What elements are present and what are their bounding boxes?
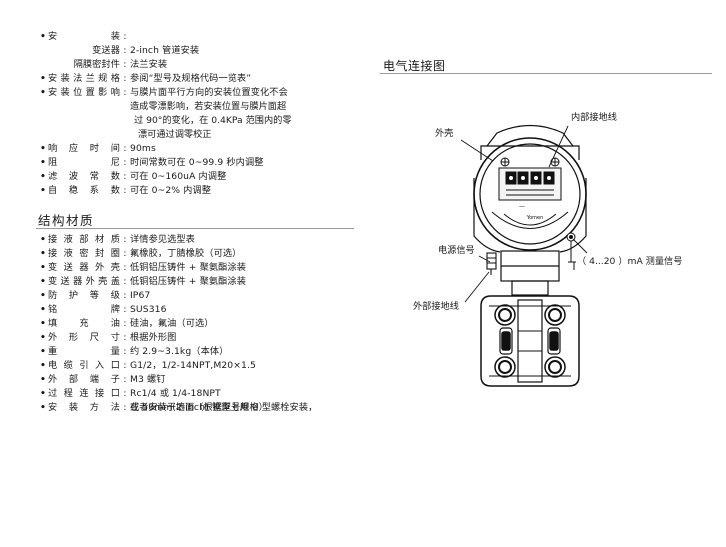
structure-row: •电 缆 引 入 口:G1/2，1/2-14NPT,M20×1.5 xyxy=(40,360,256,371)
bullet-icon: • xyxy=(40,262,46,273)
structure-value: 详情参见选型表 xyxy=(130,234,196,245)
bullet-icon: • xyxy=(40,402,46,413)
bullet-icon: • xyxy=(40,143,46,154)
structure-value: IP67 xyxy=(130,290,151,301)
cable-gland xyxy=(486,252,497,275)
structure-row: •接 液 密 封 圈:氟橡胶，丁腈橡胶（可选） xyxy=(40,248,242,259)
value: 2-inch 管道安装 xyxy=(130,45,200,56)
structure-label: 填 充 油 xyxy=(48,318,120,329)
diagram-heading: 电气连接图 xyxy=(383,59,446,73)
position-effect-line3: 过 90°的变化，在 0.4KPa 范围内的零 xyxy=(134,115,292,126)
structure-label: 变 送 器 外 壳 xyxy=(48,262,120,273)
structure-value: 低铜铝压铸件 + 聚氨酯涂装 xyxy=(130,262,247,273)
structure-row: •外 部 端 子:M3 螺钉 xyxy=(40,374,166,385)
bullet-icon: • xyxy=(40,304,46,315)
value: 可在 0~160uA 内调整 xyxy=(130,171,227,182)
label-internal-ground: 内部接地线 xyxy=(571,112,617,123)
neck xyxy=(500,250,560,296)
spec-column: •安 装: 变送器:2-inch 管道安装 隔膜密封件:法兰安装 •安装法兰规格… xyxy=(36,31,354,413)
value: 法兰安装 xyxy=(130,59,168,70)
label-power-signal: 电源信号 xyxy=(438,245,475,256)
structure-row: •接 液 部 材 质:详情参见选型表 xyxy=(40,234,196,245)
signal-wires xyxy=(566,232,576,270)
bullet-icon: • xyxy=(40,332,46,343)
structure-row: •外 形 尺 寸:根据外形图 xyxy=(40,332,177,343)
bullet-icon: • xyxy=(40,234,46,245)
structure-label: 电 缆 引 入 口 xyxy=(48,360,120,371)
spec-filter: •滤 波 常 数:可在 0~160uA 内调整 xyxy=(40,171,227,182)
bullet-icon: • xyxy=(40,87,46,98)
structure-label: 外 部 端 子 xyxy=(48,374,120,385)
bullet-icon: • xyxy=(40,248,46,259)
bullet-icon: • xyxy=(40,290,46,301)
structure-value: M3 螺钉 xyxy=(130,374,166,385)
callout-leaders xyxy=(460,125,588,303)
value: 可在 0~2% 内调整 xyxy=(130,185,211,196)
structure-label: 接 液 部 材 质 xyxy=(48,234,120,245)
structure-label: 铭 牌 xyxy=(48,304,120,315)
structure-value: 根据外形图 xyxy=(130,332,177,343)
structure-label: 安 装 方 法 xyxy=(48,402,120,413)
flange-body xyxy=(480,295,580,387)
label-housing: 外壳 xyxy=(435,128,454,139)
bullet-icon: • xyxy=(40,157,46,168)
structure-value: 氟橡胶，丁腈橡胶（可选） xyxy=(130,248,242,259)
label-external-ground: 外部接地线 xyxy=(413,301,459,312)
structure-label: 防 护 等 级 xyxy=(48,290,120,301)
structure-value: G1/2，1/2-14NPT,M20×1.5 xyxy=(130,360,256,371)
structure-value: 硅油，氟油（可选） xyxy=(130,318,214,329)
structure-value: 约 2.9~3.1kg（本体） xyxy=(130,346,229,357)
structure-row: •填 充 油:硅油，氟油（可选） xyxy=(40,318,214,329)
position-effect-line2: 造成零漂影响，若安装位置与膜片面超 xyxy=(130,101,287,112)
bullet-icon: • xyxy=(40,374,46,385)
bullet-icon: • xyxy=(40,360,46,371)
structure-label: 变送器外壳盖 xyxy=(48,276,120,287)
terminal-block xyxy=(491,157,569,229)
position-effect-line4: 漂可通过调零校正 xyxy=(138,129,212,140)
mount-method-cont: 或者安装于墙面（根据型号规格） xyxy=(130,402,268,413)
bullet-icon: • xyxy=(40,318,46,329)
structure-label: 重 量 xyxy=(48,346,120,357)
structure-heading-rule xyxy=(36,228,354,229)
terminal-minus-text: — xyxy=(519,203,525,210)
structure-label: 外 形 尺 寸 xyxy=(48,332,120,343)
bullet-icon: • xyxy=(40,276,46,287)
value: 时间常数可在 0~99.9 秒内调整 xyxy=(130,157,264,168)
housing xyxy=(473,124,587,253)
structure-heading: 结构材质 xyxy=(38,213,95,228)
structure-value: SUS316 xyxy=(130,304,167,315)
structure-row: •安 装 方 法:在 50mm(2-inch) 管道上用 U 型螺栓安装， xyxy=(40,402,318,413)
value: 90ms xyxy=(130,143,156,154)
structure-value: 在 50mm(2-inch) 管道上用 U 型螺栓安装， xyxy=(130,402,318,413)
spec-install: •安 装: xyxy=(40,31,127,42)
value: 与膜片面平行方向的安装位置变化不会 xyxy=(130,87,288,98)
bullet-icon: • xyxy=(40,31,46,42)
terminal-brand-text: Yomen xyxy=(526,215,544,221)
structure-label: 接 液 密 封 圈 xyxy=(48,248,120,259)
spec-position-effect: •安装位置影响:与膜片面平行方向的安装位置变化不会 xyxy=(40,87,288,98)
structure-row: •变送器外壳盖:低铜铝压铸件 + 聚氨酯涂装 xyxy=(40,276,247,287)
bullet-icon: • xyxy=(40,171,46,182)
spec-damping: •阻 尼:时间常数可在 0~99.9 秒内调整 xyxy=(40,157,264,168)
spec-install-transmitter: 变送器:2-inch 管道安装 xyxy=(92,45,200,56)
structure-value: Rc1/4 或 1/4-18NPT xyxy=(130,388,221,399)
structure-row: •铭 牌:SUS316 xyxy=(40,304,167,315)
bullet-icon: • xyxy=(40,73,46,84)
structure-label: 过 程 连 接 口 xyxy=(48,388,120,399)
spec-install-seal: 隔膜密封件:法兰安装 xyxy=(73,59,168,70)
value: 参阅“型号及规格代码一览表” xyxy=(130,73,252,84)
structure-value: 低铜铝压铸件 + 聚氨酯涂装 xyxy=(130,276,247,287)
structure-row: •重 量:约 2.9~3.1kg（本体） xyxy=(40,346,229,357)
spec-flange: •安装法兰规格:参阅“型号及规格代码一览表” xyxy=(40,73,252,84)
bullet-icon: • xyxy=(40,346,46,357)
bullet-icon: • xyxy=(40,185,46,196)
structure-row: •过 程 连 接 口:Rc1/4 或 1/4-18NPT xyxy=(40,388,221,399)
spec-self-stable: •自 稳 系 数:可在 0~2% 内调整 xyxy=(40,185,211,196)
structure-row: •变 送 器 外 壳:低铜铝压铸件 + 聚氨酯涂装 xyxy=(40,262,247,273)
label-measure-signal: （ 4...20 ）mA 测量信号 xyxy=(577,256,683,267)
structure-row: •防 护 等 级:IP67 xyxy=(40,290,151,301)
bullet-icon: • xyxy=(40,388,46,399)
spec-response-time: •响 应 时 间:90ms xyxy=(40,143,156,154)
diagram-heading-rule xyxy=(380,73,712,74)
